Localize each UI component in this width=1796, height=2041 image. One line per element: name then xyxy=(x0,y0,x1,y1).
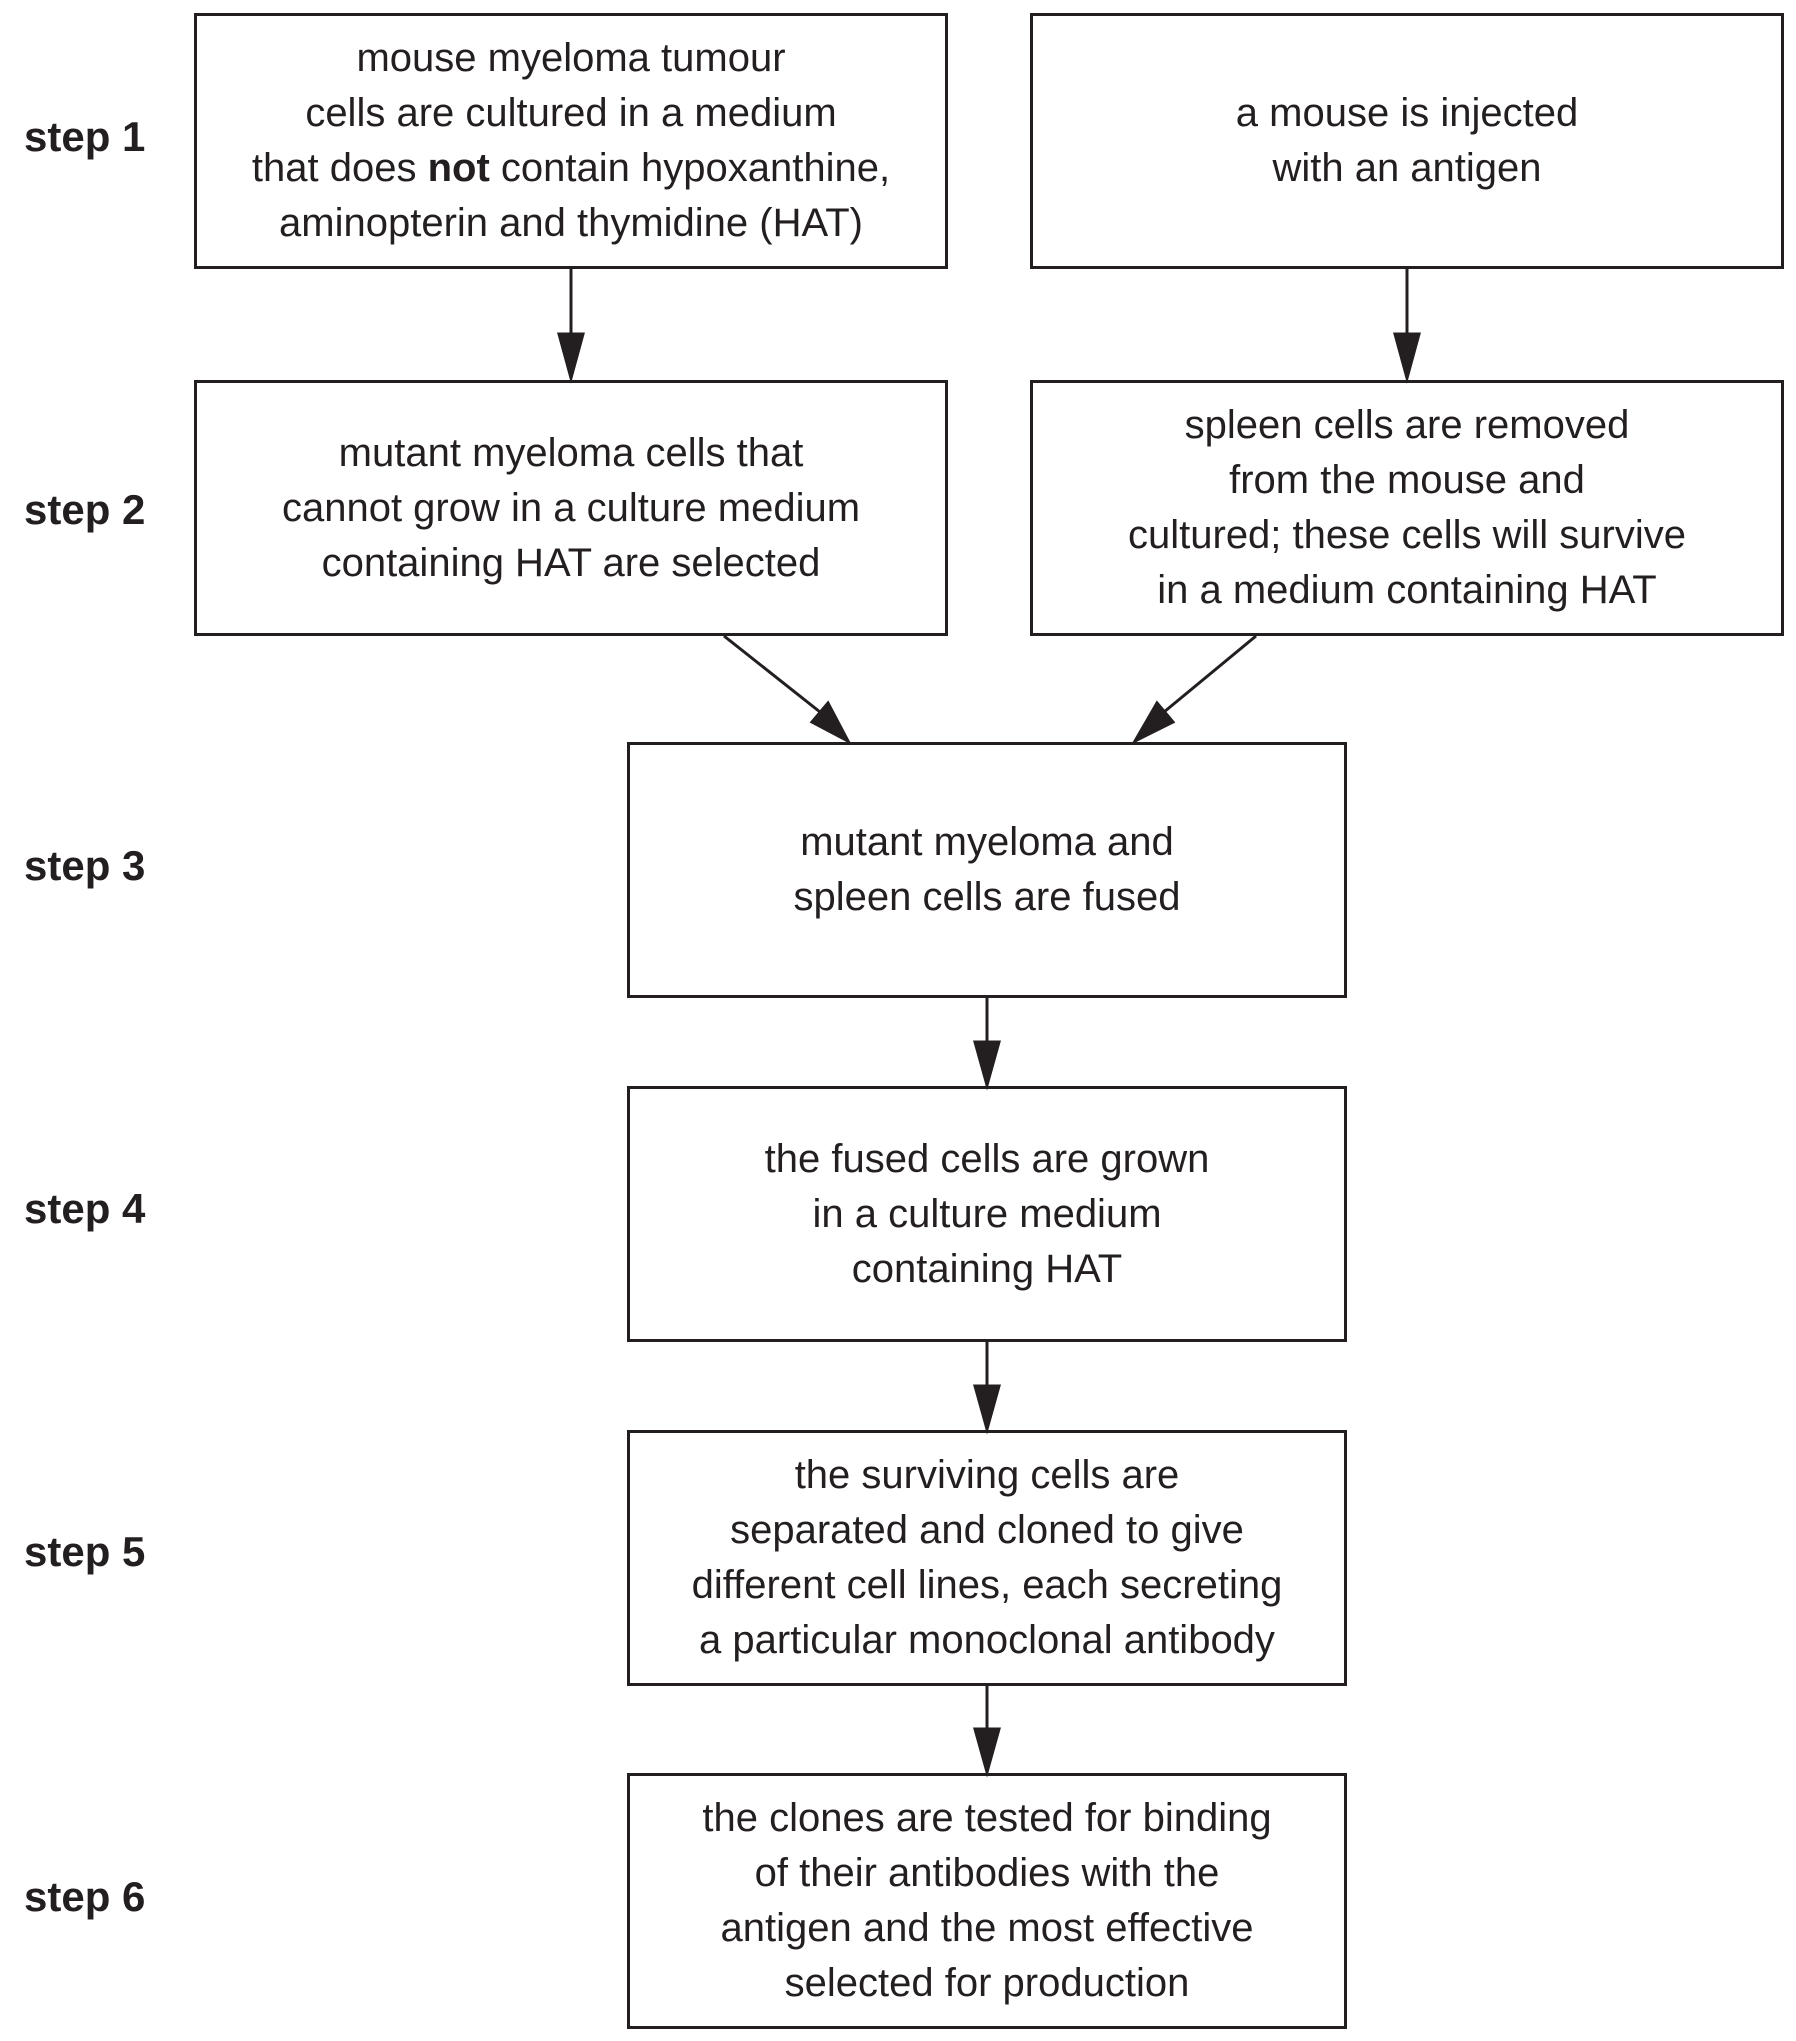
box-line: a mouse is injected xyxy=(1235,91,1579,135)
box-line: cultured; these cells will survive xyxy=(1128,513,1686,557)
box-line: antigen and the most effective xyxy=(720,1906,1254,1950)
box-line-part: that does xyxy=(251,146,428,190)
step-5-label: step 5 xyxy=(24,1528,146,1575)
box-line: aminopterin and thymidine (HAT) xyxy=(279,201,863,245)
box-line: containing HAT are selected xyxy=(321,540,821,585)
box-line-part: contain hypoxanthine, xyxy=(489,146,891,190)
box-line: cannot grow in a culture medium xyxy=(281,485,861,530)
box-line: separated and cloned to give xyxy=(730,1508,1244,1552)
box-line: the clones are tested for binding xyxy=(702,1796,1272,1840)
box-line: a particular monoclonal antibody xyxy=(699,1618,1275,1662)
box-line: of their antibodies with the xyxy=(754,1851,1220,1895)
box-line: in a medium containing HAT xyxy=(1157,568,1657,612)
box-line: containing HAT xyxy=(851,1246,1123,1291)
arrow-cloned-to-tested xyxy=(973,1686,1001,1778)
box-line: spleen cells are fused xyxy=(793,875,1181,919)
box-line: spleen cells are removed xyxy=(1184,403,1630,447)
arrow-injected-to-spleen xyxy=(1393,269,1421,384)
cloned-box: the surviving cells are separated and cl… xyxy=(627,1430,1347,1686)
box-line: mutant myeloma cells that xyxy=(338,430,804,475)
fusion-box: mutant myeloma and spleen cells are fuse… xyxy=(627,742,1347,998)
spleen-removed-box: spleen cells are removed from the mouse … xyxy=(1030,380,1784,636)
step-3-label: step 3 xyxy=(24,842,146,889)
box-line: mouse myeloma tumour xyxy=(356,36,786,80)
tested-box: the clones are tested for binding of the… xyxy=(627,1773,1347,2029)
grown-hat-box: the fused cells are grown in a culture m… xyxy=(627,1086,1347,1342)
box-line-with-emphasis: that does not contain hypoxanthine, xyxy=(252,141,890,196)
mouse-injected-box: a mouse is injected with an antigen xyxy=(1030,13,1784,269)
myeloma-culture-text: mouse myeloma tumour cells are cultured … xyxy=(252,31,890,251)
box-line: in a culture medium xyxy=(812,1191,1162,1236)
arrow-myeloma-to-mutant xyxy=(557,269,585,384)
box-line: from the mouse and xyxy=(1229,458,1585,502)
grown-hat-text: the fused cells are grown in a culture m… xyxy=(765,1132,1210,1297)
step-1-label: step 1 xyxy=(24,113,146,160)
box-line: with an antigen xyxy=(1272,146,1542,190)
box-line: mutant myeloma and xyxy=(800,820,1174,864)
box-line: different cell lines, each secreting xyxy=(691,1563,1283,1607)
emphasis-not: not xyxy=(427,146,490,190)
mouse-injected-text: a mouse is injected with an antigen xyxy=(1236,86,1578,196)
tested-text: the clones are tested for binding of the… xyxy=(702,1791,1271,2011)
arrow-grown-to-cloned xyxy=(973,1342,1001,1435)
arrow-fusion-to-grown xyxy=(973,998,1001,1091)
fusion-text: mutant myeloma and spleen cells are fuse… xyxy=(794,815,1181,925)
arrow-spleen-to-fusion xyxy=(1131,634,1257,745)
mutant-selected-text: mutant myeloma cells that cannot grow in… xyxy=(282,426,860,591)
myeloma-culture-box: mouse myeloma tumour cells are cultured … xyxy=(194,13,948,269)
box-line: cells are cultured in a medium xyxy=(305,91,837,135)
step-2-label: step 2 xyxy=(24,486,146,533)
arrow-mutant-to-fusion xyxy=(723,634,852,745)
box-line: the fused cells are grown xyxy=(764,1136,1210,1181)
cloned-text: the surviving cells are separated and cl… xyxy=(692,1448,1283,1668)
mutant-selected-box: mutant myeloma cells that cannot grow in… xyxy=(194,380,948,636)
step-6-label: step 6 xyxy=(24,1873,146,1920)
spleen-removed-text: spleen cells are removed from the mouse … xyxy=(1128,398,1686,618)
step-4-label: step 4 xyxy=(24,1185,146,1232)
box-line: the surviving cells are xyxy=(794,1453,1180,1497)
box-line: selected for production xyxy=(784,1961,1190,2005)
